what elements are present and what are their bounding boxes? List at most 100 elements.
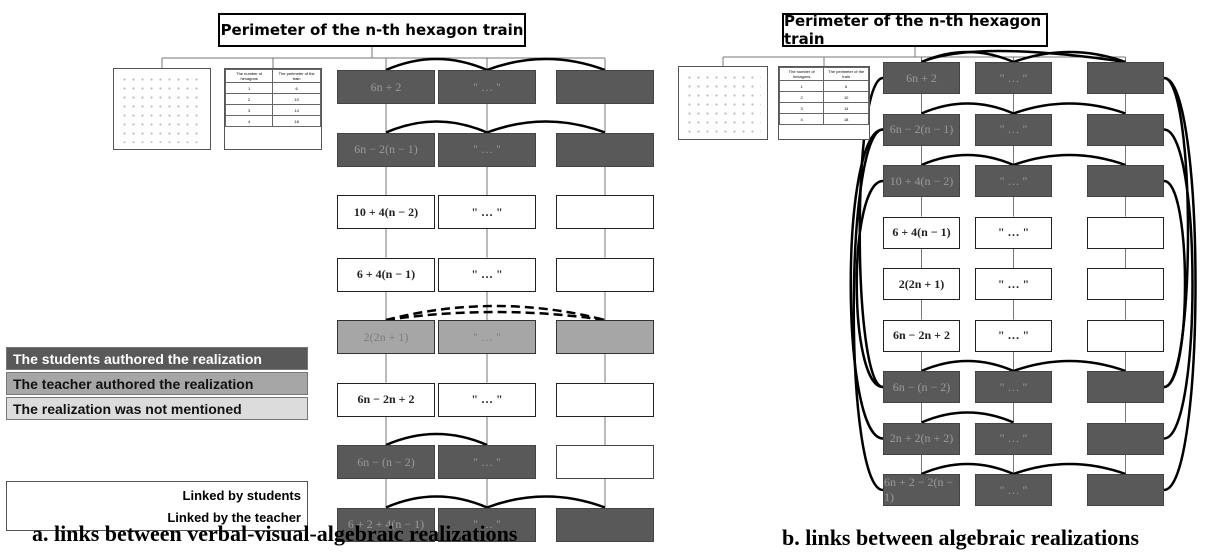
- table-header: The number of hexagons: [779, 67, 825, 81]
- visual-realization: [1087, 216, 1164, 249]
- table-cell: 6: [272, 82, 321, 94]
- panel-b-drawing-thumbnail: [678, 66, 768, 140]
- teacher-link-arc: [385, 304, 606, 322]
- visual-realization: [556, 320, 654, 354]
- visual-realization: [556, 132, 654, 167]
- algebraic-realization: 6n − 2(n − 1): [883, 113, 960, 146]
- student-link-arc: [921, 411, 1014, 424]
- verbal-realization: " … ": [975, 268, 1052, 300]
- student-link-arc: [921, 102, 1014, 115]
- algebraic-link-arc: [1163, 179, 1187, 389]
- verbal-realization: " … ": [438, 507, 536, 542]
- verbal-realization: " … ": [975, 62, 1052, 94]
- algebraic-link-arc: [858, 76, 884, 389]
- algebraic-realization: 6n − 2(n − 1): [337, 132, 435, 167]
- legend-teacher-authored: The teacher authored the realization: [6, 372, 308, 395]
- verbal-realization: " … ": [438, 132, 536, 167]
- student-link-arc: [1013, 462, 1126, 476]
- student-link-arc: [921, 462, 1014, 476]
- legend-student-authored: The students authored the realization: [6, 347, 308, 370]
- visual-realization: [1087, 268, 1164, 300]
- verbal-realization: " … ": [975, 474, 1052, 506]
- algebraic-realization: 6n − 2n + 2: [337, 382, 435, 417]
- panel-b-title: Perimeter of the n-th hexagon train: [782, 12, 1048, 48]
- table-cell: 14: [272, 104, 321, 116]
- visual-realization: [1087, 371, 1164, 403]
- legend-linked-students: Linked by students: [182, 488, 301, 503]
- visual-realization: [1087, 62, 1164, 94]
- algebraic-realization: 10 + 4(n − 2): [337, 195, 435, 229]
- algebraic-realization: 6n − (n − 2): [883, 371, 960, 403]
- student-link-arc: [385, 495, 488, 509]
- algebraic-realization: 6n + 2: [337, 70, 435, 104]
- student-link-arc: [1013, 102, 1126, 115]
- student-link-arc: [385, 57, 488, 72]
- algebraic-realization: 6n + 2 − 2(n − 1): [883, 474, 960, 506]
- algebraic-link-arc: [855, 179, 884, 389]
- visual-realization: [1087, 422, 1164, 455]
- algebraic-realization: 2(2n + 1): [883, 268, 960, 300]
- visual-realization: [1087, 474, 1164, 506]
- algebraic-link-arc: [921, 49, 1126, 64]
- student-link-arc: [921, 153, 1014, 167]
- table-header: The number of hexagons: [225, 69, 274, 83]
- visual-realization: [556, 257, 654, 292]
- algebraic-realization: 6n + 2: [883, 62, 960, 94]
- student-link-arc: [1013, 153, 1126, 167]
- verbal-realization: " … ": [975, 216, 1052, 249]
- table-cell: 1: [779, 80, 825, 92]
- algebraic-realization: 2(2n + 1): [337, 320, 435, 354]
- algebraic-realization: 6 + 4(n − 1): [883, 216, 960, 249]
- algebraic-realization: 6 + 4(n − 1): [337, 257, 435, 292]
- legend-linked-teacher: Linked by the teacher: [167, 510, 301, 525]
- table-cell: 2: [779, 91, 825, 103]
- algebraic-realization: 2n + 2(n + 2): [883, 422, 960, 455]
- panel-b-caption: b. links between algebraic realizations: [782, 525, 1140, 550]
- verbal-realization: " … ": [975, 165, 1052, 197]
- student-link-arc: [1013, 359, 1126, 373]
- table-header: The perimeter of the train: [272, 69, 321, 83]
- verbal-realization: " … ": [438, 445, 536, 479]
- algebraic-link-arc: [852, 128, 884, 492]
- link-legend: Linked by students Linked by the teacher: [6, 481, 308, 531]
- verbal-realization: " … ": [438, 195, 536, 229]
- table-cell: 2: [225, 93, 274, 105]
- algebraic-link-arc: [1163, 76, 1197, 492]
- visual-realization: [1087, 319, 1164, 352]
- student-link-arc: [486, 57, 606, 72]
- algebraic-realization: 10 + 4(n − 2): [883, 165, 960, 197]
- visual-realization: [556, 445, 654, 479]
- table-cell: 10: [272, 93, 321, 105]
- panel-a-caption: a. links between verbal-visual-algebraic…: [32, 521, 518, 546]
- table-cell: 3: [779, 102, 825, 114]
- verbal-realization: " … ": [975, 113, 1052, 146]
- student-link-arc: [921, 359, 1014, 373]
- table-cell: 3: [225, 104, 274, 116]
- table-cell: 4: [225, 115, 274, 127]
- table-cell: 10: [823, 91, 869, 103]
- table-header: The perimeter of the train: [823, 67, 869, 81]
- table-cell: 1: [225, 82, 274, 94]
- panel-a-drawing-thumbnail: [113, 68, 211, 150]
- verbal-realization: " … ": [438, 70, 536, 104]
- verbal-realization: " … ": [975, 371, 1052, 403]
- table-cell: 4: [779, 113, 825, 125]
- visual-realization: [556, 507, 654, 542]
- student-link-arc: [486, 495, 606, 509]
- algebraic-realization: 6 + 2 + 4(n − 1): [337, 507, 435, 542]
- verbal-realization: " … ": [438, 320, 536, 354]
- table-cell: 18: [272, 115, 321, 127]
- panel-a-title: Perimeter of the n-th hexagon train: [218, 13, 526, 47]
- student-link-arc: [1013, 50, 1126, 64]
- verbal-realization: " … ": [975, 422, 1052, 455]
- table-cell: 6: [823, 80, 869, 92]
- visual-realization: [556, 195, 654, 229]
- verbal-realization: " … ": [975, 319, 1052, 352]
- legend-not-mentioned: The realization was not mentioned: [6, 397, 308, 420]
- verbal-realization: " … ": [438, 382, 536, 417]
